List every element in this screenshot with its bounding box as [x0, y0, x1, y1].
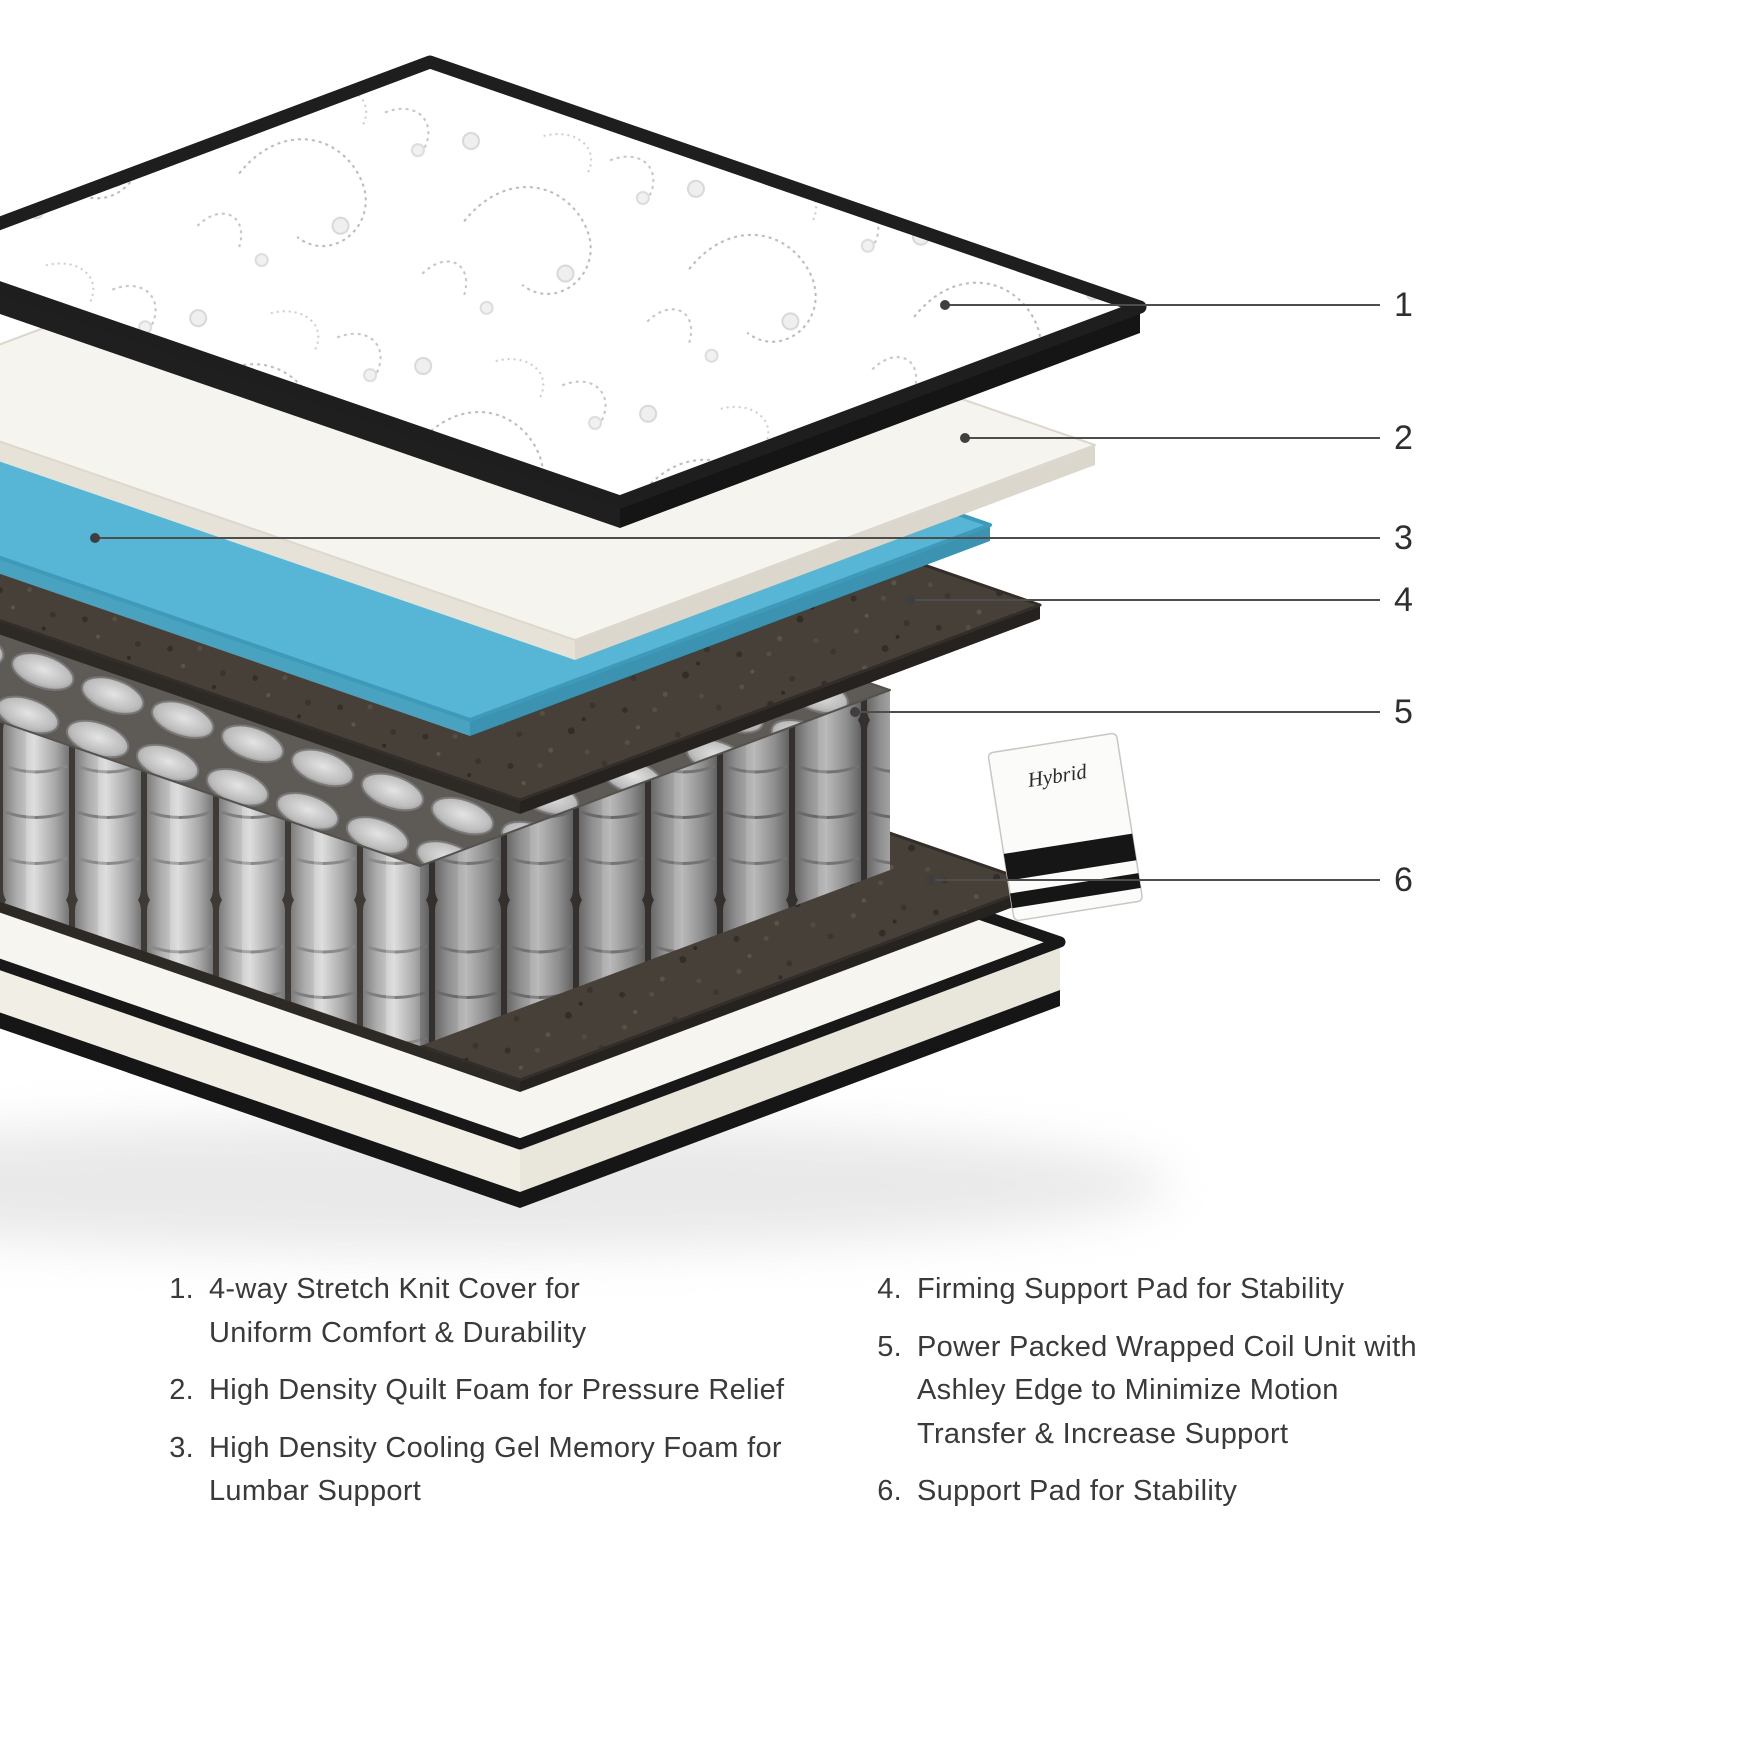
coil-front-right-face [420, 690, 890, 1046]
legend-item-2-number: 2. [169, 1374, 194, 1406]
coil-front-left-face [0, 721, 420, 1046]
legend-item-6-number: 6. [877, 1475, 902, 1507]
legend-item-2: 2. High Density Quilt Foam for Pressure … [150, 1369, 850, 1413]
base-trim-right [520, 990, 1060, 1208]
layer-1-quilted-cover [0, 55, 1147, 528]
callout-dot-4 [905, 595, 915, 605]
legend-item-1-text: 4-way Stretch Knit Cover for Uniform Com… [209, 1273, 587, 1349]
pad4-left-face [0, 620, 520, 814]
pad6-left-face [0, 900, 520, 1092]
foam-left-face [0, 441, 575, 660]
legend-item-4-text: Firming Support Pad for Stability [917, 1273, 1345, 1305]
callout-dot-3 [90, 533, 100, 543]
callout-number-4: 4 [1394, 581, 1414, 619]
legend-item-1-number: 1. [169, 1273, 194, 1305]
callout-dot-6 [925, 875, 935, 885]
legend-right-column: 4. Firming Support Pad for Stability 5. … [858, 1268, 1498, 1528]
base-front-right-face [520, 942, 1060, 1192]
legend-item-4-number: 4. [877, 1273, 902, 1305]
callout-dots [90, 300, 970, 885]
coil-front-right-shade [420, 690, 890, 1046]
legend-item-2-text: High Density Quilt Foam for Pressure Rel… [209, 1374, 785, 1406]
hybrid-tag-stripe-thick [1003, 833, 1137, 881]
ground-shadow [0, 1119, 1170, 1251]
callout-number-6: 6 [1394, 861, 1414, 899]
legend-item-5: 5. Power Packed Wrapped Coil Unit with A… [858, 1326, 1498, 1457]
legend-left-column: 1. 4-way Stretch Knit Cover for Uniform … [150, 1268, 850, 1528]
base-front-left-face [0, 964, 520, 1192]
pad6-right-face [520, 885, 1040, 1092]
callout-number-5: 5 [1394, 693, 1414, 731]
cover-top-surface [0, 55, 1147, 509]
legend-item-3: 3. High Density Cooling Gel Memory Foam … [150, 1427, 850, 1514]
legend-item-5-text: Power Packed Wrapped Coil Unit with Ashl… [917, 1330, 1417, 1450]
pad4-right-face [520, 605, 1040, 814]
legend-item-6: 6. Support Pad for Stability [858, 1470, 1498, 1514]
base-trim-left [0, 1012, 520, 1208]
hybrid-tag: Hybrid [987, 732, 1143, 922]
callout-dot-5 [850, 707, 860, 717]
gel-left-face [0, 557, 470, 736]
hybrid-tag-stripe-thin [1010, 873, 1141, 909]
gel-right-face [470, 525, 990, 736]
legend-item-5-number: 5. [877, 1330, 902, 1363]
callout-dot-2 [960, 433, 970, 443]
foam-right-face [575, 445, 1095, 660]
callout-lines [95, 304, 1380, 881]
callout-number-2: 2 [1394, 419, 1414, 457]
callout-dot-1 [940, 300, 950, 310]
legend-item-4: 4. Firming Support Pad for Stability [858, 1268, 1498, 1312]
legend-item-3-text: High Density Cooling Gel Memory Foam for… [209, 1431, 782, 1508]
legend-item-1: 1. 4-way Stretch Knit Cover for Uniform … [150, 1268, 850, 1355]
callout-number-1: 1 [1394, 286, 1414, 324]
callout-number-3: 3 [1394, 519, 1414, 557]
legend-item-3-number: 3. [169, 1431, 194, 1464]
legend-item-6-text: Support Pad for Stability [917, 1475, 1238, 1507]
